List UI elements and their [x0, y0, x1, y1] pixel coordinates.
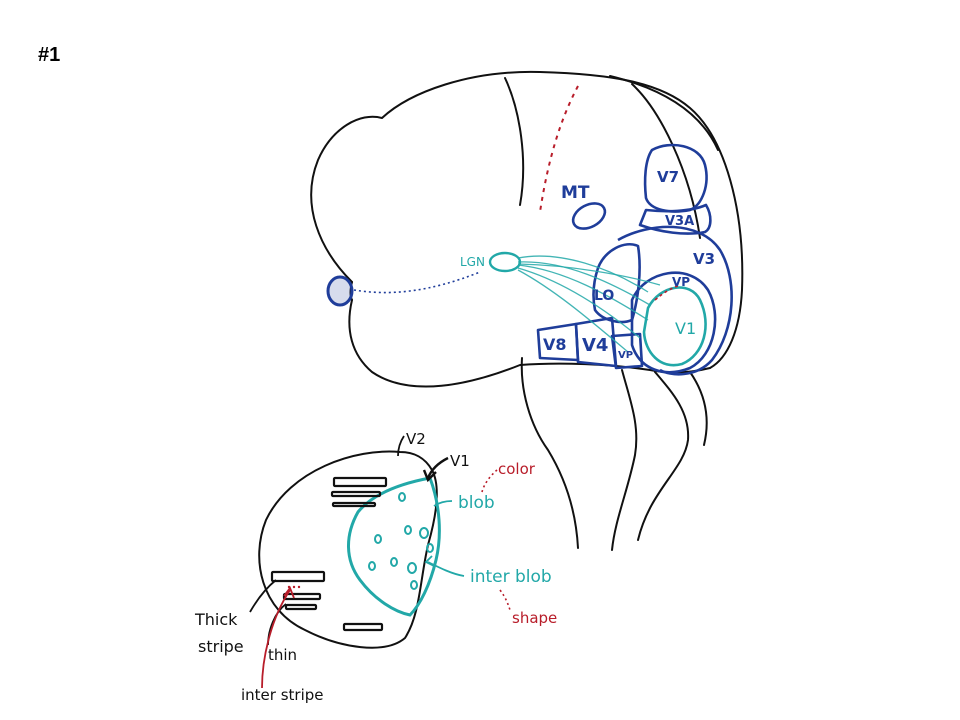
visual-areas: [536, 143, 733, 376]
inset-outline: [258, 450, 438, 649]
label-inset-v2: V2: [406, 430, 426, 448]
label-v7: V7: [657, 168, 679, 186]
optic-tract-dotted-line: [353, 271, 481, 294]
eye-region-blob: [326, 275, 354, 307]
red-dashed-vp: [654, 284, 681, 301]
brain-area-labels: MT LGN V7 V3A V3 VP LO V1 V8 V4 VP: [460, 168, 715, 361]
thin-stripe-pointer: [267, 603, 287, 646]
area-v1-outline: [642, 286, 707, 367]
thick-stripe-pointer: [249, 579, 277, 613]
label-v4: V4: [582, 335, 608, 356]
interstripe-pointer: [261, 589, 291, 689]
area-v3a-outline: [638, 203, 712, 235]
optic-radiation-fibers: [517, 255, 661, 353]
v2-pointer: [397, 435, 405, 457]
color-dotted: [481, 469, 498, 493]
label-thick: Thick: [194, 610, 238, 629]
label-inset-v1: V1: [450, 452, 470, 470]
shape-dotted: [499, 589, 511, 611]
label-v3a: V3A: [665, 214, 694, 229]
label-shape: shape: [512, 609, 557, 627]
label-v8: V8: [543, 335, 567, 354]
inset-blobs: [368, 492, 434, 590]
inset-v1-region: [347, 476, 441, 617]
lgn-body: [488, 251, 522, 273]
cortex-inset: [249, 435, 511, 689]
label-stripe: stripe: [198, 637, 244, 656]
label-vp-upper: VP: [672, 275, 690, 289]
blob-pointer: [433, 500, 453, 507]
label-vp-lower: VP: [618, 350, 633, 361]
brain-outline: [310, 70, 744, 551]
label-interblob: inter blob: [470, 567, 552, 587]
inset-labels: V2 V1 color blob inter blob shape Thick …: [194, 430, 557, 704]
label-color: color: [498, 460, 536, 478]
label-lgn: LGN: [460, 255, 485, 269]
area-mt-outline: [571, 202, 607, 230]
area-lo-outline: [592, 243, 641, 324]
inset-v1-arrow: [426, 456, 449, 479]
inset-stripes: [270, 476, 388, 632]
label-thin: thin: [268, 646, 297, 664]
label-lo: LO: [594, 288, 614, 304]
label-v3: V3: [693, 250, 715, 268]
slide-number: #1: [38, 44, 61, 66]
label-mt: MT: [561, 183, 590, 203]
area-v2-outline: [630, 271, 717, 374]
label-interstripe: inter stripe: [241, 686, 324, 704]
label-blob: blob: [458, 493, 495, 513]
area-v3-outline: [617, 225, 733, 376]
label-v1: V1: [675, 319, 696, 338]
area-vp-lower-outline: [610, 332, 644, 370]
